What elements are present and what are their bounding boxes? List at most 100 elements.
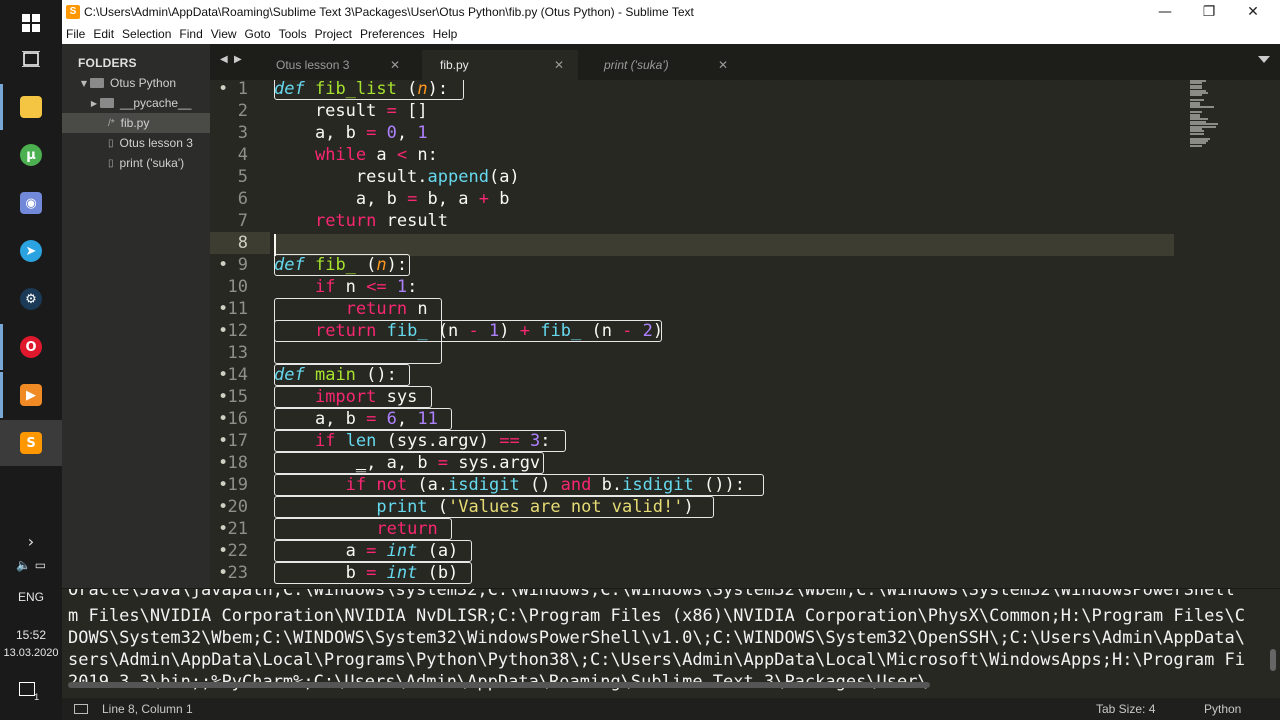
tab-size[interactable]: Tab Size: 4 <box>1096 702 1156 716</box>
code-line-19: if not (a.isdigit () and b.isdigit ()): <box>345 475 745 495</box>
menu-bar: File Edit Selection Find View Goto Tools… <box>62 24 1280 44</box>
tab-print-suka[interactable]: print ('suka') ✕ <box>586 50 742 80</box>
task-view-button[interactable] <box>0 36 62 82</box>
line-number: •11 <box>210 298 270 320</box>
line-number-label: 1 <box>237 80 248 99</box>
console-horizontal-scrollbar[interactable] <box>68 682 930 688</box>
menu-find[interactable]: Find <box>179 27 203 41</box>
taskbar-file-explorer[interactable] <box>0 84 62 130</box>
telegram-icon: ➤ <box>20 240 42 262</box>
tab-label: print ('suka') <box>604 58 669 72</box>
taskbar-discord[interactable]: ◉ <box>0 180 62 226</box>
file-fib-py[interactable]: /* fib.py <box>62 113 210 133</box>
menu-preferences[interactable]: Preferences <box>359 27 425 41</box>
line-number: •17 <box>210 430 270 452</box>
output-console[interactable]: Oracle\Java\javapath;C:\Windows\system32… <box>62 588 1280 692</box>
maximize-button[interactable]: ❐ <box>1202 4 1216 20</box>
taskbar-telegram[interactable]: ➤ <box>0 228 62 274</box>
modified-line-marker: • <box>218 541 229 561</box>
minimap-line <box>1190 140 1208 142</box>
close-button[interactable]: ✕ <box>1247 4 1259 20</box>
menu-selection[interactable]: Selection <box>122 27 172 41</box>
taskbar-opera[interactable]: O <box>0 324 62 370</box>
menu-project[interactable]: Project <box>314 27 352 41</box>
current-line-highlight <box>274 234 1174 256</box>
code-line-14: def main (): <box>274 365 397 385</box>
modified-line-marker: • <box>218 453 229 473</box>
taskbar-steam[interactable]: ⚙ <box>0 276 62 322</box>
minimize-button[interactable]: — <box>1158 4 1172 20</box>
window-title: C:\Users\Admin\AppData\Roaming\Sublime T… <box>84 5 694 19</box>
file-icon: ▯ <box>108 157 114 169</box>
taskbar-utorrent[interactable]: µ <box>0 132 62 178</box>
menu-help[interactable]: Help <box>432 27 458 41</box>
tab-prev-icon[interactable]: ◀ <box>220 54 228 65</box>
active-indicator <box>0 324 3 370</box>
console-vertical-scrollbar[interactable] <box>1270 649 1276 671</box>
modified-line-marker: • <box>218 80 229 99</box>
tab-fib-py[interactable]: fib.py ✕ <box>422 50 578 80</box>
tab-close-icon[interactable]: ✕ <box>717 58 728 72</box>
clock-time[interactable]: 15:52 <box>15 628 47 642</box>
minimap-line <box>1190 118 1208 121</box>
code-line-18: _, a, b = sys.argv <box>355 453 541 473</box>
start-button[interactable] <box>0 0 62 46</box>
tray-chevron-icon[interactable]: › <box>27 532 35 551</box>
menu-tools[interactable]: Tools <box>278 27 307 41</box>
chevron-right-icon: ▶ <box>90 98 98 108</box>
active-indicator <box>0 372 3 418</box>
modified-line-marker: • <box>218 387 229 407</box>
taskbar-media-player[interactable]: ▶ <box>0 372 62 418</box>
line-number-label: 7 <box>237 211 248 231</box>
volume-network-icon[interactable]: 🔈 ▭ <box>15 558 47 572</box>
modified-line-marker: • <box>218 563 229 583</box>
match-highlight <box>274 540 472 562</box>
menu-edit[interactable]: Edit <box>93 27 115 41</box>
match-highlight <box>274 430 566 452</box>
minimap-line <box>1190 82 1202 85</box>
line-number: •9 <box>210 254 270 276</box>
code-line-12: return fib_ (n - 1) + fib_ (n - 2) <box>314 321 664 341</box>
file-print-suka[interactable]: ▯ print ('suka') <box>62 153 210 173</box>
minimap-line <box>1190 80 1206 82</box>
syntax-selector[interactable]: Python <box>1204 702 1242 716</box>
line-number: •19 <box>210 474 270 496</box>
minimap-line <box>1190 89 1206 92</box>
minimap-line <box>1190 94 1202 97</box>
line-number: 6 <box>210 188 270 210</box>
tab-close-icon[interactable]: ✕ <box>553 58 564 72</box>
line-number-label: 5 <box>237 167 248 187</box>
code-area[interactable]: def fib_list (n): result = [] a, b = 0, … <box>274 80 1174 588</box>
modified-line-marker: • <box>218 365 229 385</box>
clock-date[interactable]: 13.03.2020 <box>3 647 59 659</box>
tab-list-dropdown-icon[interactable] <box>1258 56 1270 63</box>
tab-close-icon[interactable]: ✕ <box>389 58 400 72</box>
minimap[interactable] <box>1190 80 1240 150</box>
text-caret <box>274 234 276 256</box>
line-number-label: 12 <box>227 321 248 341</box>
menu-file[interactable]: File <box>66 27 86 41</box>
taskbar-sublime-text[interactable]: S <box>0 420 62 466</box>
discord-icon: ◉ <box>20 192 42 214</box>
menu-goto[interactable]: Goto <box>244 27 271 41</box>
tab-next-icon[interactable]: ▶ <box>234 54 242 65</box>
minimap-line <box>1190 125 1216 128</box>
menu-view[interactable]: View <box>210 27 237 41</box>
language-indicator[interactable]: ENG <box>17 590 44 604</box>
folder-pycache[interactable]: ▶ __pycache__ <box>62 93 210 113</box>
minimap-line <box>1190 123 1218 126</box>
code-line-2: result = [] <box>274 101 428 121</box>
panel-toggle-icon[interactable] <box>74 704 88 714</box>
line-number-label: 3 <box>237 123 248 143</box>
folder-otus-python[interactable]: ▼ Otus Python <box>62 73 210 93</box>
notification-center-button[interactable]: 1 <box>0 682 62 702</box>
line-number-label: 17 <box>227 431 248 451</box>
file-otus-lesson-3[interactable]: ▯ Otus lesson 3 <box>62 133 210 153</box>
tab-otus-lesson-3[interactable]: Otus lesson 3 ✕ <box>258 50 414 80</box>
line-number: •23 <box>210 562 270 584</box>
minimap-line <box>1190 116 1200 118</box>
minimap-line <box>1190 137 1210 140</box>
line-number-label: 20 <box>227 497 248 517</box>
